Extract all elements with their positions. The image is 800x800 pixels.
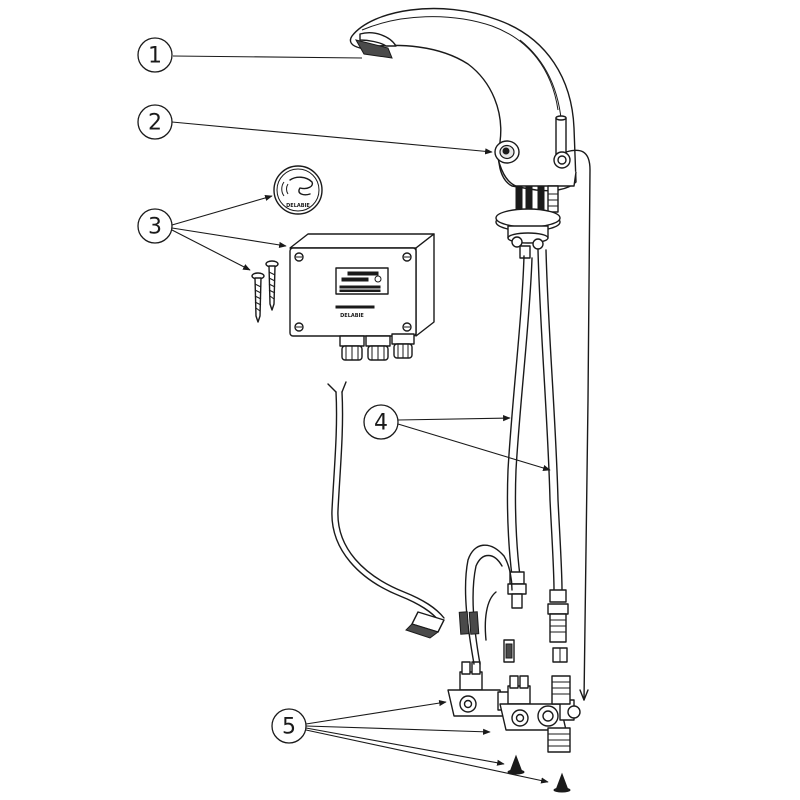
callout-4: 4 xyxy=(363,404,551,471)
sensor-sticker: DELABIE xyxy=(273,165,323,215)
sensor-cable xyxy=(565,149,591,701)
flexible-hoses xyxy=(506,249,569,663)
callout-3-number: 3 xyxy=(148,215,162,240)
valve-wiring xyxy=(458,544,515,665)
callout-4-number: 4 xyxy=(374,411,388,436)
screw-left xyxy=(251,272,265,323)
callout-1-number: 1 xyxy=(148,44,162,69)
solenoid-valve-right xyxy=(499,675,581,753)
screw-right xyxy=(265,260,279,311)
sticker-brand-label: DELABIE xyxy=(286,203,310,209)
callout-2-number: 2 xyxy=(148,111,162,136)
control-cable xyxy=(327,381,445,639)
callout-1: 1 xyxy=(137,37,363,73)
faucet-spout xyxy=(349,7,577,192)
callout-5-number: 5 xyxy=(282,715,296,740)
mounting-flange xyxy=(495,208,561,259)
filter-cones xyxy=(507,754,571,793)
callout-3: 3 xyxy=(137,194,287,271)
callout-2: 2 xyxy=(137,104,493,155)
box-brand-label: DELABIE xyxy=(340,313,364,319)
callout-5: 5 xyxy=(271,700,549,784)
control-box: DELABIE xyxy=(289,233,435,361)
mounting-screws xyxy=(251,260,279,323)
cable-glands xyxy=(339,333,415,361)
sensor-window xyxy=(494,140,520,164)
side-nipple xyxy=(553,115,571,169)
